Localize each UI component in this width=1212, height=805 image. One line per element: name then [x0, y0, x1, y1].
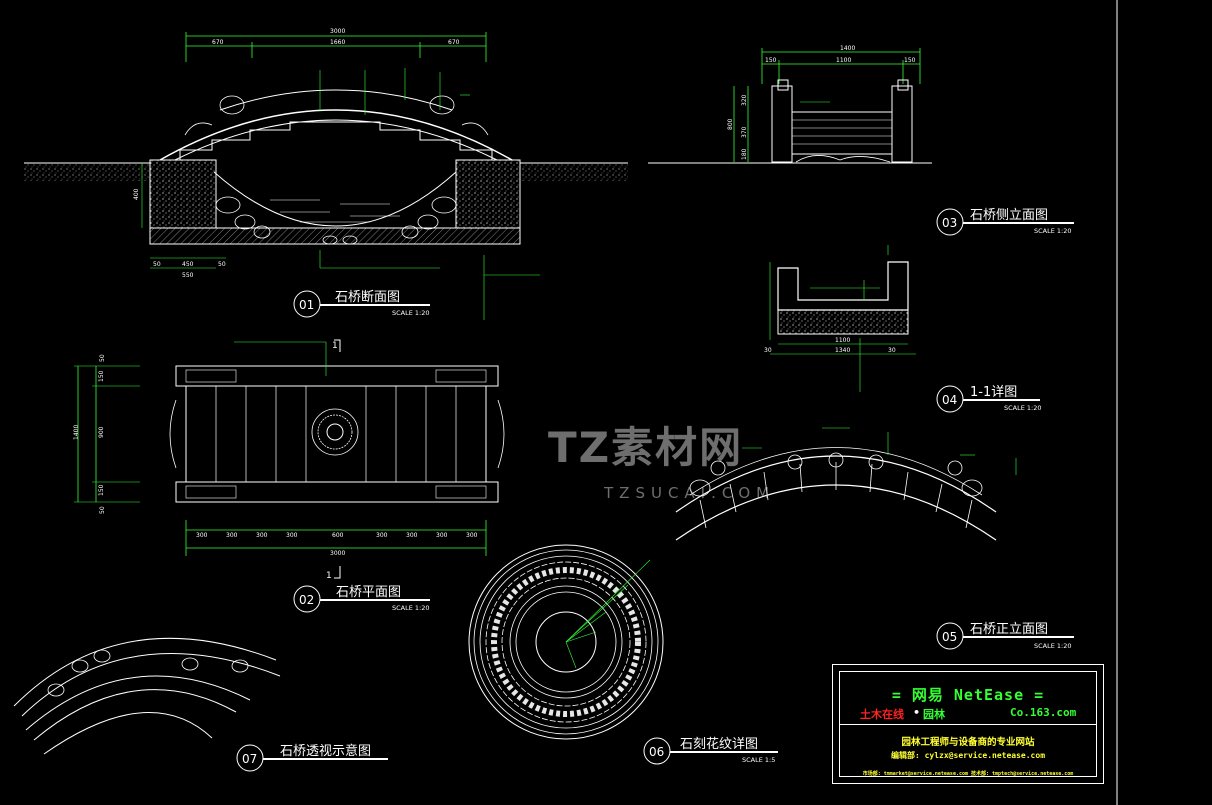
- det-dim-l: 30: [764, 347, 772, 354]
- label-number: 06: [649, 745, 664, 759]
- s1-dim-b4: 50: [218, 261, 226, 268]
- s1-dim-height: 400: [133, 188, 140, 200]
- tb-tagline: 园林工程师与设备商的专业网站: [901, 737, 1035, 748]
- label-title: 1-1详图: [970, 385, 1017, 400]
- side-dim-h2: 320: [741, 94, 748, 106]
- detail-1-1-drawing: 1100 1340 30 30: [764, 245, 916, 392]
- tb-divider: [840, 724, 1096, 725]
- plan-v-3: 900: [98, 426, 105, 438]
- label-number: 07: [242, 752, 257, 766]
- side-dim-c: 150: [904, 57, 916, 64]
- plan-dim-total: 3000: [330, 550, 345, 557]
- section-mark-top: 1: [332, 341, 338, 351]
- tb-foot: 市场部: tmmarket@service.netease.com 技术部: t…: [862, 771, 1074, 777]
- plan-seg-4: 300: [286, 532, 298, 539]
- label-scale: SCALE 1:20: [392, 309, 430, 317]
- s1-dim-b3: 50: [153, 261, 161, 268]
- plan-v-4: 150: [98, 484, 105, 496]
- plan-v-2: 150: [98, 370, 105, 382]
- title-block: = 网易 NetEase = 土木在线 • 园林 Co.163.com 园林工程…: [832, 664, 1104, 784]
- plan-v-1: 50: [99, 354, 106, 362]
- watermark-en: TZSUCAI.COM: [604, 484, 776, 502]
- label-bridge-front: 05 石桥正立面图 SCALE 1:20: [936, 622, 1074, 650]
- det-dim-w2: 1340: [835, 347, 850, 354]
- side-dim-h4: 180: [741, 148, 748, 160]
- side-dim-h1: 800: [727, 118, 734, 130]
- plan-seg-3: 300: [256, 532, 268, 539]
- label-number: 03: [942, 216, 957, 230]
- label-title: 石刻花纹详图: [680, 736, 758, 752]
- label-bridge-section: 01 石桥断面图 SCALE 1:20: [293, 290, 430, 318]
- plan-v-5: 50: [99, 506, 106, 514]
- section-mark-bottom: 1: [326, 571, 332, 581]
- watermark-cn: TZ素材网: [548, 423, 744, 472]
- label-bridge-side: 03 石桥侧立面图 SCALE 1:20: [936, 208, 1074, 236]
- side-dim-total: 1400: [840, 45, 855, 52]
- side-dim-b: 1100: [836, 57, 851, 64]
- label-title: 石桥侧立面图: [970, 208, 1048, 223]
- label-number: 05: [942, 630, 957, 644]
- tb-mail: 编辑部: cylzx@service.netease.com: [890, 751, 1046, 760]
- plan-v-total: 1400: [73, 425, 80, 440]
- label-bridge-plan: 02 石桥平面图 SCALE 1:20: [293, 585, 430, 613]
- label-scale: SCALE 1:20: [1034, 642, 1072, 650]
- label-number: 04: [942, 393, 957, 407]
- bridge-side-drawing: 1400 150 1100 150 800 320 370 180: [648, 45, 932, 164]
- plan-seg-2: 300: [226, 532, 238, 539]
- label-scale: SCALE 1:20: [1004, 404, 1042, 412]
- bridge-section-drawing: 3000 670 1660 670: [24, 28, 628, 320]
- label-title: 石桥透视示意图: [280, 743, 371, 759]
- s1-dim-mid: 1660: [330, 39, 345, 46]
- tb-brand: = 网易 NetEase =: [891, 686, 1045, 704]
- side-dim-a: 150: [765, 57, 777, 64]
- tb-sub-dot: •: [913, 706, 921, 719]
- side-dim-h3: 370: [741, 126, 748, 138]
- tb-sub-red: 土木在线: [860, 708, 904, 721]
- label-perspective: 07 石桥透视示意图: [236, 743, 388, 772]
- det-dim-r: 30: [888, 347, 896, 354]
- label-scale: SCALE 1:20: [392, 604, 430, 612]
- label-number: 01: [299, 298, 314, 312]
- tb-sub-green: 园林: [923, 708, 945, 721]
- label-title: 石桥平面图: [336, 585, 401, 600]
- bridge-front-drawing: [675, 427, 1017, 541]
- label-scale: SCALE 1:5: [742, 756, 775, 764]
- det-dim-w1: 1100: [835, 337, 850, 344]
- label-number: 02: [299, 593, 314, 607]
- perspective-drawing: [13, 637, 281, 755]
- carving-detail-drawing: [468, 544, 664, 740]
- plan-seg-5: 600: [332, 532, 344, 539]
- plan-seg-8: 300: [436, 532, 448, 539]
- s1-dim-right: 670: [448, 39, 460, 46]
- label-scale: SCALE 1:20: [1034, 227, 1072, 235]
- label-title: 石桥断面图: [335, 290, 400, 305]
- label-detail-1-1: 04 1-1详图 SCALE 1:20: [936, 385, 1042, 413]
- plan-seg-6: 300: [376, 532, 388, 539]
- plan-seg-7: 300: [406, 532, 418, 539]
- s1-dim-total: 3000: [330, 28, 345, 35]
- plan-seg-9: 300: [466, 532, 478, 539]
- s1-dim-left: 670: [212, 39, 224, 46]
- plan-seg-1: 300: [196, 532, 208, 539]
- s1-dim-b2: 550: [182, 272, 194, 279]
- label-title: 石桥正立面图: [970, 622, 1048, 637]
- label-carving-detail: 06 石刻花纹详图 SCALE 1:5: [643, 736, 778, 765]
- s1-dim-b1: 450: [182, 261, 194, 268]
- tb-domain: Co.163.com: [1010, 706, 1077, 719]
- title-block-inner: = 网易 NetEase = 土木在线 • 园林 Co.163.com 园林工程…: [839, 671, 1097, 777]
- bridge-plan-drawing: 300 300 300 300 600 300 300 300 300 3000…: [73, 339, 505, 581]
